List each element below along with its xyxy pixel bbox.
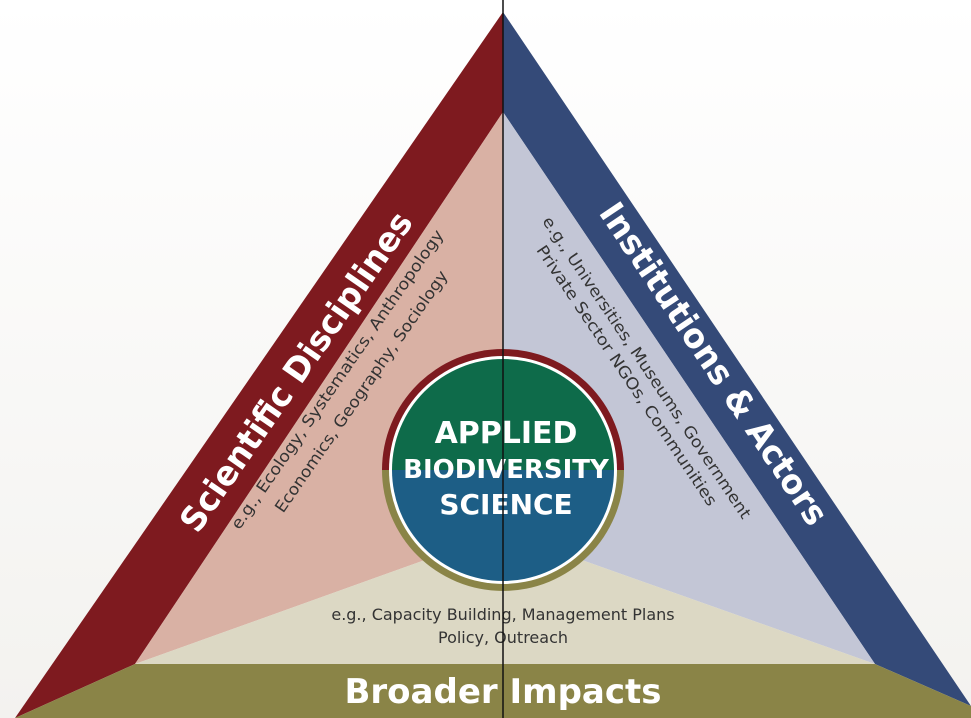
bottom-side-band bbox=[15, 664, 971, 718]
left-side-band bbox=[15, 12, 503, 718]
center-title-line1: APPLIED bbox=[435, 416, 578, 451]
bottom-inner-region bbox=[135, 532, 875, 664]
right-side-band bbox=[503, 12, 971, 706]
center-title-line3: SCIENCE bbox=[439, 488, 572, 521]
center-title-line2: BIODIVERSITY bbox=[403, 455, 610, 485]
